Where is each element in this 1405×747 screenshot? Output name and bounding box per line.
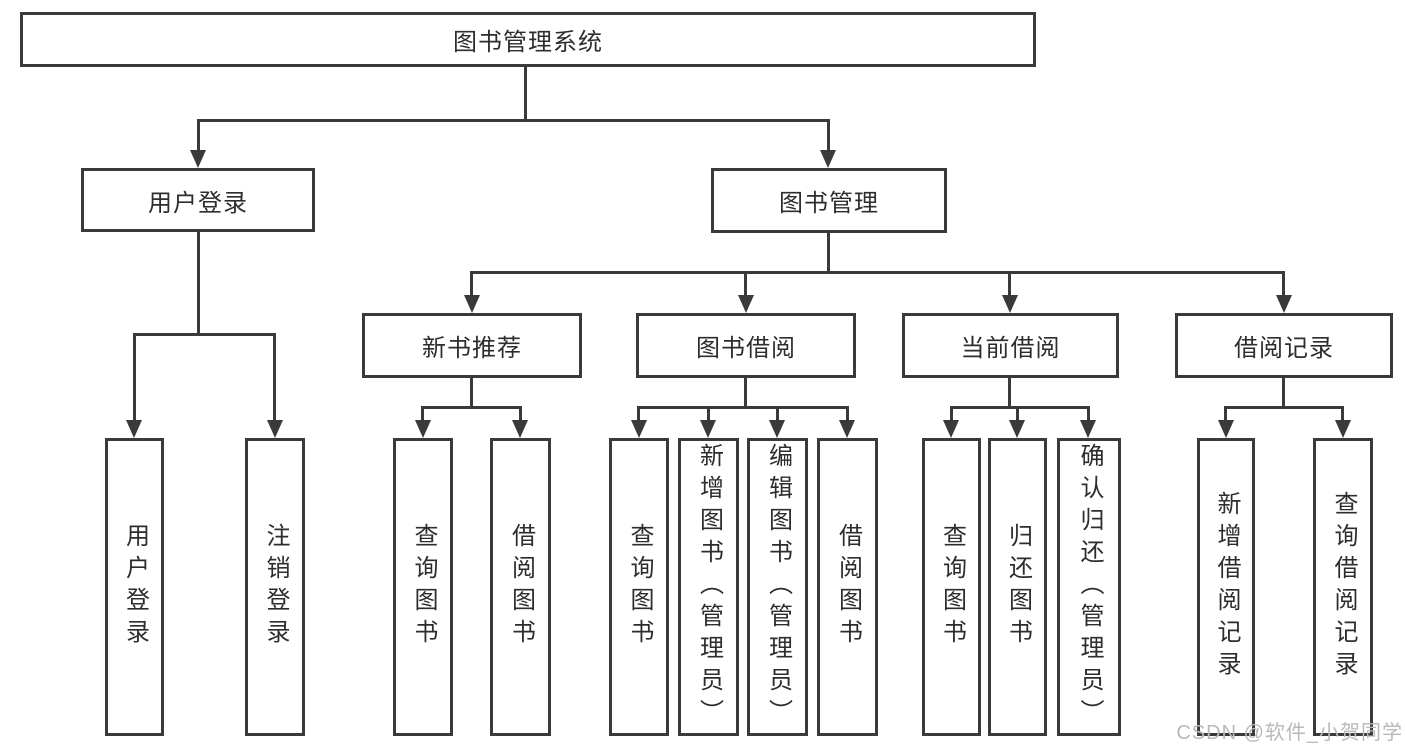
node-label: 查询借阅记录 (1330, 491, 1357, 683)
connector-line (1008, 378, 1011, 408)
node-label: 图书管理 (779, 190, 879, 217)
node-label: 借阅图书 (507, 523, 535, 651)
node-label: 新增图书（管理员） (695, 443, 723, 731)
connector-line (133, 333, 136, 421)
node-label: 查询图书 (410, 523, 437, 651)
node-book-management: 图书管理 (711, 168, 947, 233)
node-library-system: 图书管理系统 (20, 12, 1036, 67)
connector-line (744, 271, 747, 298)
node-borrowing-records: 借阅记录 (1175, 313, 1393, 378)
connector-line (950, 406, 953, 421)
node-label: 图书借阅 (696, 335, 796, 362)
arrow-down-icon (738, 295, 754, 313)
node-user-login: 用户登录 (81, 168, 315, 232)
connector-line (470, 271, 473, 298)
connector-line (197, 119, 200, 152)
node-label: 查询图书 (938, 523, 966, 651)
arrow-down-icon (464, 295, 480, 313)
leaf-return-books: 归还图书 (988, 438, 1047, 736)
node-label: 借阅记录 (1234, 335, 1334, 362)
connector-line (827, 119, 830, 152)
connector-line (637, 406, 849, 409)
leaf-logout: 注销登录 (245, 438, 305, 736)
node-label: 归还图书 (1004, 523, 1032, 651)
node-label: 编辑图书（管理员） (764, 443, 792, 731)
connector-line (421, 406, 522, 409)
node-current-borrowing: 当前借阅 (902, 313, 1119, 378)
arrow-down-icon (631, 420, 647, 438)
connector-line (197, 232, 200, 335)
arrow-down-icon (839, 420, 855, 438)
leaf-confirm-return-admin: 确认归还（管理员） (1057, 438, 1121, 736)
arrow-down-icon (1276, 295, 1292, 313)
connector-line (1008, 271, 1011, 298)
connector-line (776, 406, 779, 421)
leaf-edit-book-admin: 编辑图书（管理员） (747, 438, 808, 736)
leaf-borrow-books-newrec: 借阅图书 (490, 438, 551, 736)
arrow-down-icon (820, 150, 836, 168)
connector-line (273, 333, 276, 421)
arrow-down-icon (1080, 420, 1096, 438)
connector-line (421, 406, 424, 421)
connector-line (1282, 271, 1285, 298)
connector-line (519, 406, 522, 421)
connector-line (1282, 378, 1285, 408)
leaf-query-borrow-record: 查询借阅记录 (1313, 438, 1373, 736)
node-label: 注销登录 (262, 523, 289, 651)
node-new-book-recommendation: 新书推荐 (362, 313, 582, 378)
arrow-down-icon (700, 420, 716, 438)
arrow-down-icon (190, 150, 206, 168)
connector-line (827, 233, 830, 274)
watermark-text: CSDN @软件_小贺同学 (1176, 722, 1403, 744)
connector-line (1224, 406, 1227, 421)
leaf-borrow-books: 借阅图书 (817, 438, 878, 736)
arrow-down-icon (126, 420, 142, 438)
node-label: 借阅图书 (834, 523, 862, 651)
leaf-add-borrow-record: 新增借阅记录 (1197, 438, 1255, 736)
arrow-down-icon (1218, 420, 1234, 438)
node-label: 查询图书 (626, 523, 653, 651)
arrow-down-icon (1002, 295, 1018, 313)
connector-line (950, 406, 1090, 409)
arrow-down-icon (415, 420, 431, 438)
connector-line (470, 378, 473, 408)
leaf-user-login: 用户登录 (105, 438, 164, 736)
arrow-down-icon (512, 420, 528, 438)
leaf-add-book-admin: 新增图书（管理员） (678, 438, 739, 736)
node-label: 用户登录 (148, 189, 248, 217)
leaf-query-books-newrec: 查询图书 (393, 438, 453, 736)
arrow-down-icon (769, 420, 785, 438)
connector-line (707, 406, 710, 421)
node-label: 用户登录 (121, 523, 149, 651)
node-label: 新书推荐 (422, 335, 522, 362)
arrow-down-icon (943, 420, 959, 438)
connector-line (133, 333, 276, 336)
connector-line (524, 67, 527, 121)
arrow-down-icon (267, 420, 283, 438)
node-book-borrowing: 图书借阅 (636, 313, 856, 378)
connector-line (1341, 406, 1344, 421)
connector-line (1087, 406, 1090, 421)
node-label: 当前借阅 (960, 335, 1061, 362)
arrow-down-icon (1009, 420, 1025, 438)
connector-line (846, 406, 849, 421)
connector-line (197, 119, 830, 122)
connector-line (637, 406, 640, 421)
node-label: 图书管理系统 (453, 29, 603, 56)
node-label: 确认归还（管理员） (1076, 443, 1103, 731)
connector-line (1224, 406, 1344, 409)
connector-line (470, 271, 1285, 274)
node-label: 新增借阅记录 (1213, 491, 1240, 683)
arrow-down-icon (1335, 420, 1351, 438)
connector-line (744, 378, 747, 408)
leaf-query-books-current: 查询图书 (922, 438, 981, 736)
leaf-query-books-borrow: 查询图书 (609, 438, 669, 736)
connector-line (1016, 406, 1019, 421)
